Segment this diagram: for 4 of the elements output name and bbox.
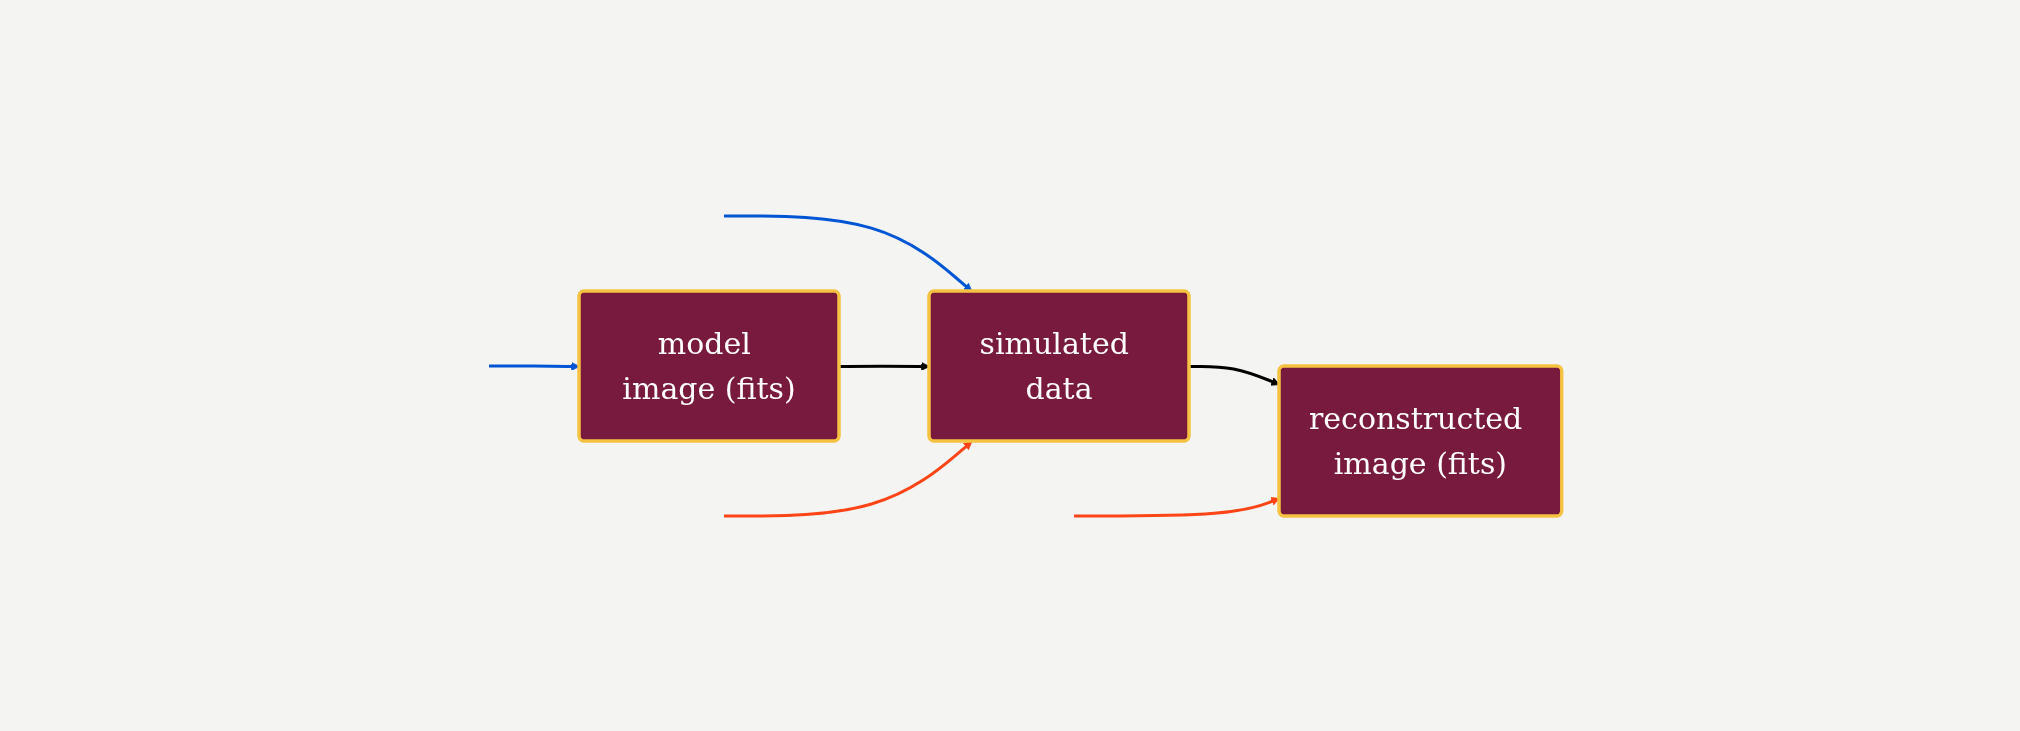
process-box: simulated data: [927, 289, 1191, 442]
process-box: reconstructed image (fits): [1277, 364, 1563, 517]
process-box: model image (fits): [577, 289, 841, 442]
arrow: [723, 440, 972, 517]
